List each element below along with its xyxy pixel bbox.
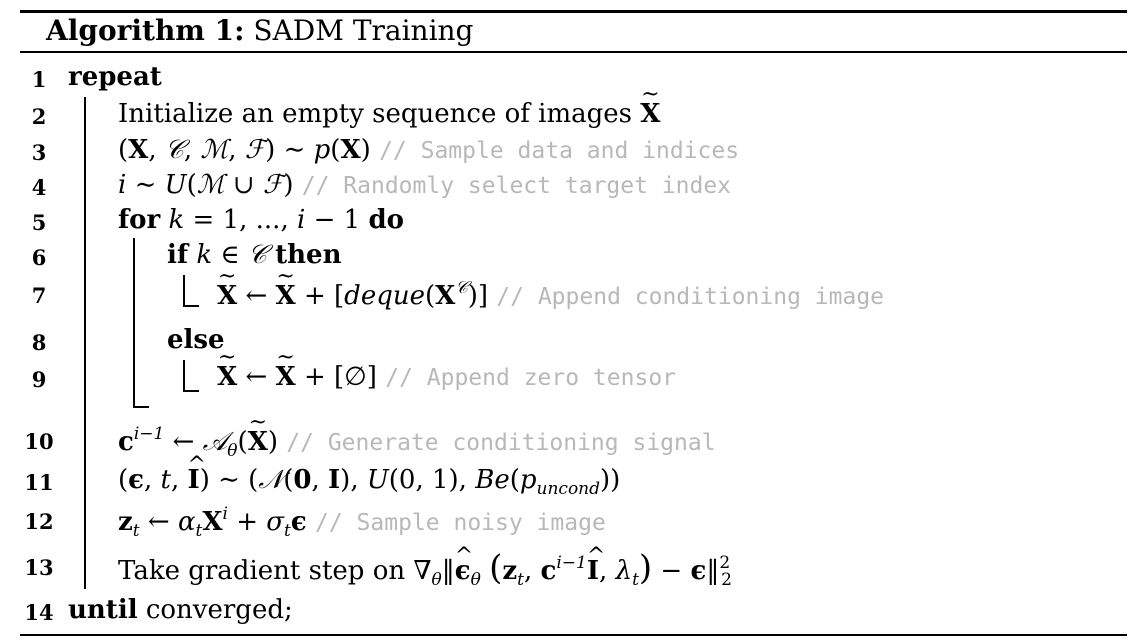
algorithm-title: Algorithm 1: SADM Training bbox=[46, 13, 473, 49]
bottom-rule bbox=[20, 634, 1127, 636]
for-block-bar bbox=[133, 238, 135, 408]
line-1: repeat bbox=[68, 62, 162, 92]
line-4: i ∼ U(ℳ ∪ ℱ) // Randomly select target i… bbox=[118, 170, 732, 200]
line-number: 13 bbox=[24, 555, 54, 580]
algorithm-name: SADM Training bbox=[253, 14, 474, 47]
line-number: 8 bbox=[31, 330, 47, 355]
if-block-bar bbox=[183, 275, 185, 307]
line-number: 5 bbox=[31, 210, 47, 235]
line-5: for k = 1, ..., i − 1 do bbox=[118, 205, 404, 235]
line-number: 11 bbox=[24, 470, 54, 495]
line-9: X ← X + [∅] // Append zero tensor bbox=[217, 345, 676, 392]
line-10: ci−1 ← 𝒜θ(X) // Generate conditioning si… bbox=[118, 410, 716, 461]
line-number: 14 bbox=[24, 600, 54, 625]
repeat-block-bar bbox=[84, 97, 86, 589]
header-rule bbox=[20, 51, 1127, 53]
line-number: 7 bbox=[31, 283, 47, 308]
line-number: 4 bbox=[31, 175, 47, 200]
line-number: 12 bbox=[24, 509, 54, 534]
line-8: else bbox=[167, 325, 225, 355]
line-3: (X, 𝒞, ℳ, ℱ) ∼ p(X) // Sample data and i… bbox=[118, 135, 740, 165]
line-6: if k ∈ 𝒞 then bbox=[167, 240, 342, 270]
else-block-end bbox=[183, 390, 199, 392]
line-7: X ← X + [deque(X𝒞)] // Append conditioni… bbox=[217, 264, 884, 311]
line-number: 2 bbox=[31, 104, 47, 129]
if-block-end bbox=[183, 305, 199, 307]
line-13: Take gradient step on ∇θ‖ϵθ (zt, ci−1I, … bbox=[118, 544, 732, 590]
line-number: 9 bbox=[31, 367, 47, 392]
line-14: until converged; bbox=[68, 595, 293, 625]
line-number: 3 bbox=[31, 140, 47, 165]
line-11: (ϵ, t, I) ∼ (𝒩(0, I), U(0, 1), Be(puncon… bbox=[118, 453, 620, 499]
line-2: Initialize an empty sequence of images X bbox=[118, 82, 661, 129]
else-block-bar bbox=[183, 360, 185, 392]
line-12: zt ← αtXi + σtϵ // Sample noisy image bbox=[118, 504, 606, 541]
line-number: 1 bbox=[31, 67, 47, 92]
for-block-end bbox=[133, 406, 149, 408]
line-number: 10 bbox=[24, 429, 54, 454]
line-number: 6 bbox=[31, 245, 47, 270]
top-rule bbox=[20, 10, 1127, 13]
algorithm-label: Algorithm 1: bbox=[46, 14, 245, 47]
